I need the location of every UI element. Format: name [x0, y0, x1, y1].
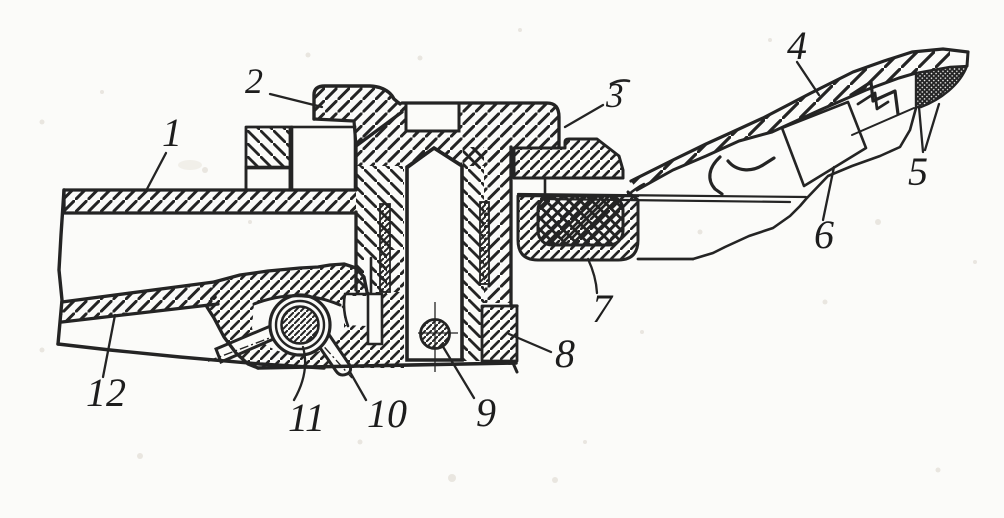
- svg-text:11: 11: [288, 395, 325, 440]
- svg-text:2: 2: [245, 61, 263, 101]
- svg-text:7: 7: [592, 286, 614, 331]
- svg-text:8: 8: [555, 331, 575, 376]
- svg-text:6: 6: [814, 212, 834, 257]
- svg-text:3: 3: [605, 76, 624, 115]
- svg-text:9: 9: [476, 390, 496, 435]
- svg-text:1: 1: [162, 110, 182, 155]
- svg-text:5: 5: [908, 149, 928, 194]
- svg-text:12: 12: [86, 370, 126, 415]
- svg-text:4: 4: [787, 23, 807, 68]
- svg-text:10: 10: [367, 391, 407, 436]
